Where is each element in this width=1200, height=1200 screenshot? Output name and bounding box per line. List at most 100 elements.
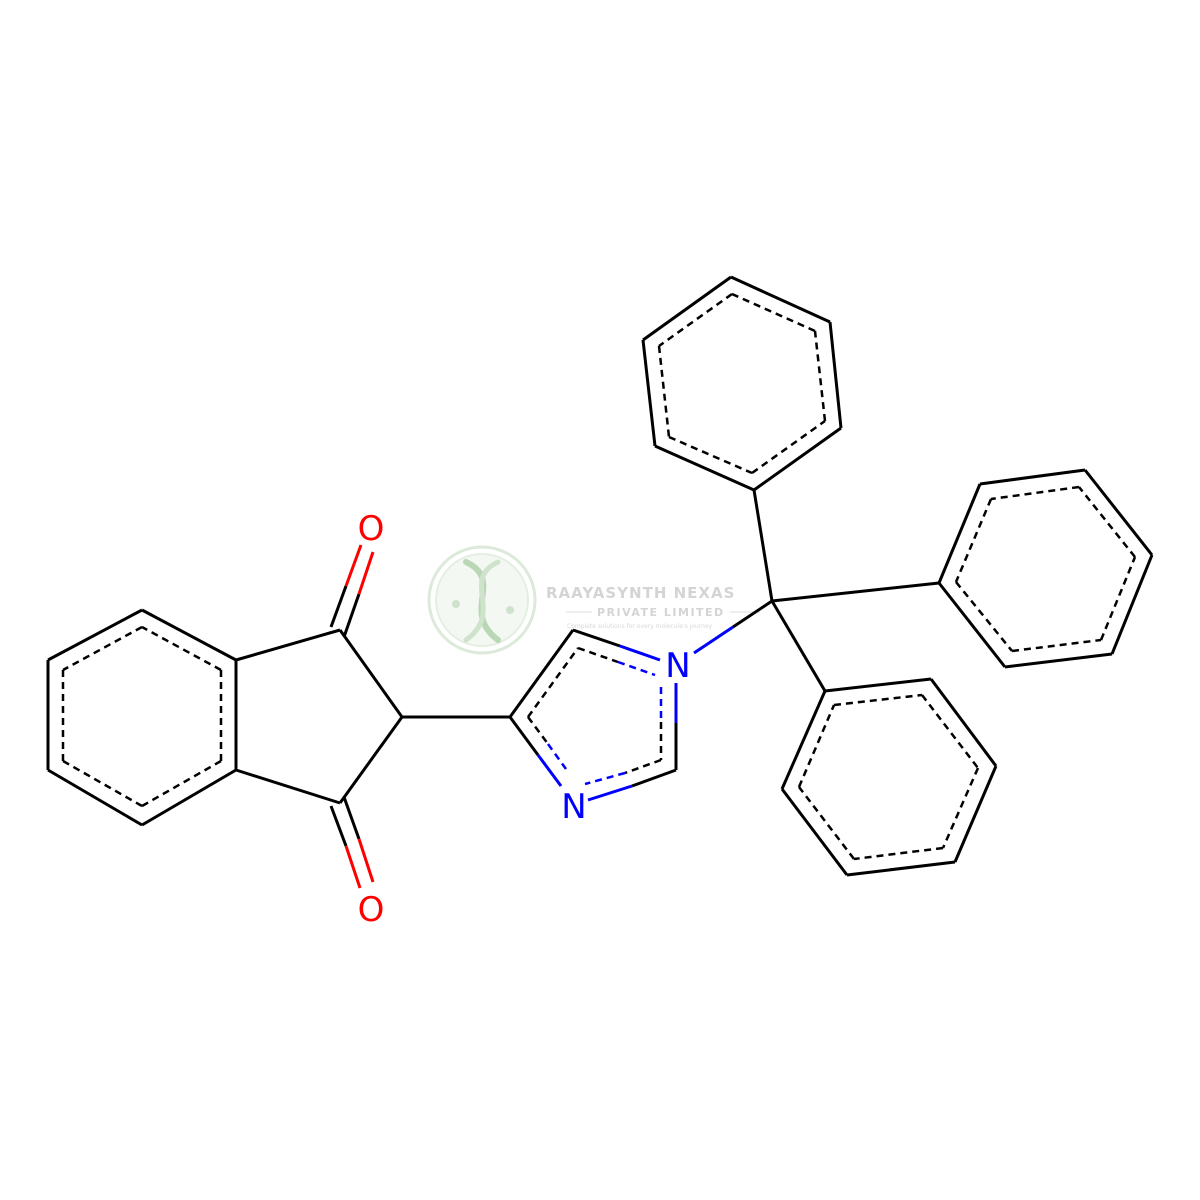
aromatic-bond — [526, 647, 580, 718]
bond — [508, 629, 575, 718]
bond — [937, 582, 1007, 668]
trityl-linkage — [693, 489, 940, 692]
watermark-logo-outer-ring — [427, 545, 537, 655]
aromatic-bond — [1011, 638, 1102, 653]
bond — [47, 608, 143, 662]
nitrogen-trityl-label: N — [665, 646, 690, 686]
watermark-tagline: Complete solutions for every molecule's … — [567, 623, 713, 630]
bond — [1083, 469, 1154, 556]
oxygen-top-label: O — [358, 509, 385, 549]
aromatic-bond — [1099, 556, 1137, 641]
bond — [732, 599, 773, 629]
bond — [780, 690, 827, 790]
bond — [235, 768, 341, 805]
watermark-dna-strand-2 — [463, 559, 501, 643]
bond — [937, 483, 982, 584]
imidazole-ring — [508, 628, 678, 802]
benzo-ring — [46, 608, 238, 827]
aromatic-bond — [941, 767, 980, 849]
carbonyl-top — [329, 544, 375, 638]
nitrogen-ring-label: N — [561, 787, 586, 827]
bond — [342, 593, 361, 638]
phenyl-ring-right-aromatic — [954, 485, 1137, 653]
phenyl-ring-right — [937, 468, 1154, 669]
oxygen-bottom-label: O — [358, 890, 385, 930]
bond — [47, 768, 143, 827]
bond — [979, 468, 1086, 486]
phenyl-ring-bottom — [780, 677, 998, 877]
bond — [338, 629, 404, 718]
phenyl-ring-bottom-aromatic — [797, 693, 980, 861]
bond — [824, 677, 932, 693]
aromatic-bond — [624, 758, 662, 775]
bond — [828, 321, 843, 429]
aromatic-bond — [1078, 486, 1136, 558]
carbonyl-bottom — [329, 796, 375, 889]
bond — [752, 489, 774, 602]
bond — [771, 581, 940, 603]
phenyl-ring-top — [641, 275, 843, 492]
bond — [654, 444, 755, 492]
aromatic-bond — [584, 771, 626, 786]
aromatic-bond — [955, 581, 1013, 652]
bond — [235, 628, 341, 662]
bond — [141, 608, 237, 662]
bond — [953, 765, 998, 863]
benzo-ring-aromatic — [61, 625, 223, 808]
aromatic-bond — [833, 693, 923, 707]
bond — [141, 768, 237, 827]
aromatic-bond — [62, 759, 143, 808]
bond — [357, 551, 375, 595]
aromatic-bond — [853, 846, 944, 861]
bond — [508, 716, 540, 756]
watermark-subtitle: PRIVATE LIMITED — [597, 606, 725, 619]
bond — [572, 628, 621, 648]
aromatic-bond — [990, 485, 1080, 501]
aromatic-bond — [546, 743, 568, 770]
bond — [536, 754, 563, 787]
bond — [846, 860, 956, 877]
watermark-dot-right — [506, 606, 514, 614]
phenyl-ring-top-aromatic — [657, 292, 827, 475]
bond — [587, 784, 633, 802]
bond — [770, 600, 827, 692]
bond — [642, 275, 732, 342]
bond — [631, 768, 677, 788]
aromatic-bond — [954, 498, 993, 583]
aromatic-bond — [617, 660, 656, 677]
aromatic-bond — [813, 330, 827, 422]
bond — [344, 544, 363, 587]
watermark-title: RAAYASYNTH NEXAS — [546, 584, 735, 602]
aromatic-bond — [62, 625, 143, 672]
bond — [344, 845, 362, 889]
aromatic-bond — [658, 292, 733, 348]
aromatic-bond — [921, 694, 979, 769]
bond — [329, 585, 348, 628]
aromatic-bond — [141, 759, 222, 808]
aromatic-bond — [731, 292, 816, 333]
aromatic-bond — [526, 716, 550, 745]
dione-ring — [235, 628, 510, 805]
bond — [338, 716, 404, 804]
watermark-dot-left — [452, 600, 460, 608]
aromatic-bond — [657, 345, 671, 438]
bond — [641, 339, 657, 447]
aromatic-bond — [798, 786, 855, 860]
bond — [1004, 652, 1113, 669]
bond — [929, 678, 998, 767]
aromatic-bond — [141, 625, 222, 672]
bond — [693, 625, 734, 655]
bond — [730, 275, 831, 324]
bond — [342, 796, 361, 840]
bond — [357, 838, 375, 883]
imidazole-aromatic — [526, 646, 663, 786]
watermark: RAAYASYNTH NEXAS PRIVATE LIMITED Complet… — [427, 545, 760, 655]
bond — [329, 805, 348, 847]
aromatic-bond — [797, 704, 836, 788]
bond — [753, 426, 842, 492]
bond — [619, 644, 661, 662]
bond — [780, 788, 849, 876]
aromatic-bond — [668, 435, 753, 475]
